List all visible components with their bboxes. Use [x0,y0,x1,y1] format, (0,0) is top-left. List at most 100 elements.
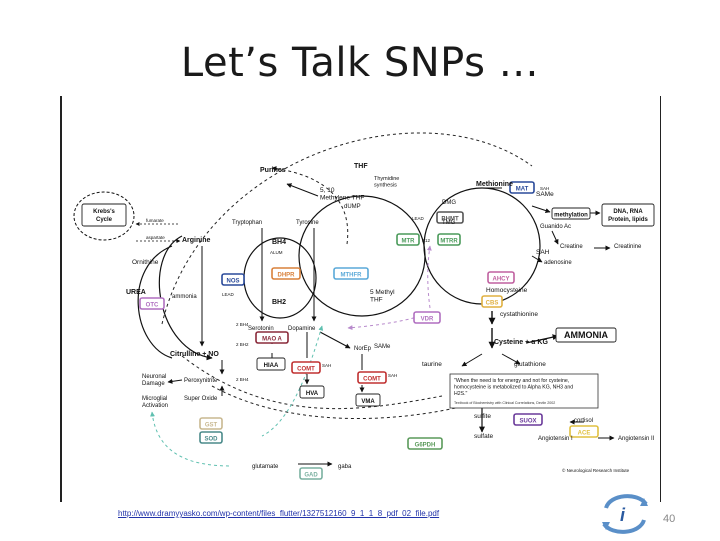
label-tryptophan: Tryptophan [232,220,262,226]
label-cystathionine: cystathionine [500,311,538,318]
gene-box-label: CBS [486,301,499,307]
gene-box-label: ACE [578,431,591,437]
label-taurine: taurine [422,361,442,368]
gene-box-suox: SUOX [513,413,543,426]
gene-box-mtr: MTR [396,233,420,246]
label-adenosine: adenosine [544,260,572,266]
gene-box-label: DHPR [277,273,295,279]
label-arginine: Arginine [182,237,210,244]
gene-box-label: methylation [554,213,588,219]
label-ornithine: Ornithine [132,259,159,266]
label-bh4_side2: 2 BH4 [236,377,249,382]
label-glutamate: glutamate [252,464,279,470]
gene-box-label: MTHFR [341,273,363,279]
label-bh4: BH4 [272,239,286,246]
gaba-feedback [150,411,233,467]
gene-box-label: MAT [516,187,529,193]
label-glutathione: glutathione [514,361,546,368]
gene-box-label: SUOX [519,419,536,425]
gene-box-label: Krebs's [93,209,115,215]
gene-box-methylation: methylation [551,207,591,220]
label-sulfite: sulfite [474,413,491,420]
label-bh4_side: 2 BH4 [236,322,249,327]
label-citrulline: Citrulline + NO [170,351,219,358]
gene-box-label: MTR [402,239,416,245]
gene-box-label: OTC [146,303,159,309]
gene-box-hva: HVA [299,385,325,399]
label-homocysteine: Homocysteine [486,287,528,294]
gene-box-gad: GAD [299,467,323,480]
gene-box-mtrr: MTRR [437,233,461,246]
label-sulfate: sulfate [474,433,494,440]
gene-box-label: AMMONIA [564,330,608,340]
dopamine-to-norep [319,331,351,349]
gene-box-hiaa: HIAA [256,357,286,371]
label-creatinine: Creatinine [614,244,642,250]
page-number: 40 [663,513,676,525]
diagram-left-border [60,96,62,502]
gene-box-ahcy: AHCY [487,271,515,284]
label-fumarate: fumarate [146,218,164,223]
gene-box-mat: MAT [509,181,535,194]
label-lead_nos: LEAD [222,292,235,297]
label-peroxynitrite: Peroxynitrite [184,378,218,384]
label-bh2_side: 2 BH2 [236,342,249,347]
label-angiotensin2: Angiotensin II [618,436,655,442]
label-tyrosine: Tyrosine [296,220,319,226]
label-aspartate: aspartate [146,235,165,240]
gene-box-label: MAO A [262,337,282,343]
gene-box-otc: OTC [139,297,165,310]
urea-cycle-left [137,245,173,359]
gene-box-nos: NOS [221,273,245,286]
vdr-feedback [347,315,421,331]
gene-box-label: GAD [304,473,318,479]
info-navigation-icon[interactable]: i [598,490,652,536]
gene-box-ammonia_box: AMMONIA [555,327,617,343]
label-ammonia: ammonia [172,294,197,300]
label-angiotensin1: Angiotensin I [538,436,573,442]
gene-box-label: MTRR [440,239,458,245]
source-link[interactable]: http://www.dramyyasko.com/wp-content/fil… [118,509,440,518]
label-serotonin: Serotonin [248,326,274,332]
quote-reference: Textbook of Biochemistry with Clinical C… [454,401,555,405]
sam-to-methylation [531,205,551,213]
label-copyright: © Neurological Research Institute [562,467,630,473]
label-sah_c2: SAH [388,373,397,378]
dashed-arc-purines [271,166,349,245]
cysteine-to-ammonia [525,334,559,344]
gene-box-label: HIAA [264,363,279,369]
gene-box-label: Protein, lipids [608,217,648,223]
label-urea: UREA [126,289,146,296]
gene-box-label: VMA [361,399,375,405]
peroxynitrite-to-damage [167,378,183,384]
label-b12: B12 [422,238,431,243]
guanido-to-creatine [551,230,559,245]
label-same_top: SAMe [536,191,554,198]
label-bh2: BH2 [272,299,286,306]
gene-box-label: NOS [226,279,239,285]
gene-box-bhmt: BHMT [436,211,464,224]
folate-cycle [298,195,426,317]
sah-to-adenosine [531,255,543,263]
label-sah: SAH [536,249,550,256]
gene-box-sod: SOD [199,431,223,444]
label-alum: ALUM [270,250,283,255]
label-norep: NorEp [354,346,372,352]
gene-box-mthfr: MTHFR [333,267,369,280]
label-gaba: gaba [338,464,352,470]
label-creatine: Creatine [560,244,583,250]
gene-box-label: COMT [297,367,315,373]
gene-box-label: G6PDH [415,443,436,449]
vdr-to-mtr [426,245,432,309]
gene-box-maoa: MAO A [255,331,289,344]
label-tmg: TMG [442,220,456,226]
label-dmg: DMG [442,200,456,206]
gene-box-label: BHMT [441,217,459,223]
svg-text:i: i [620,505,626,525]
